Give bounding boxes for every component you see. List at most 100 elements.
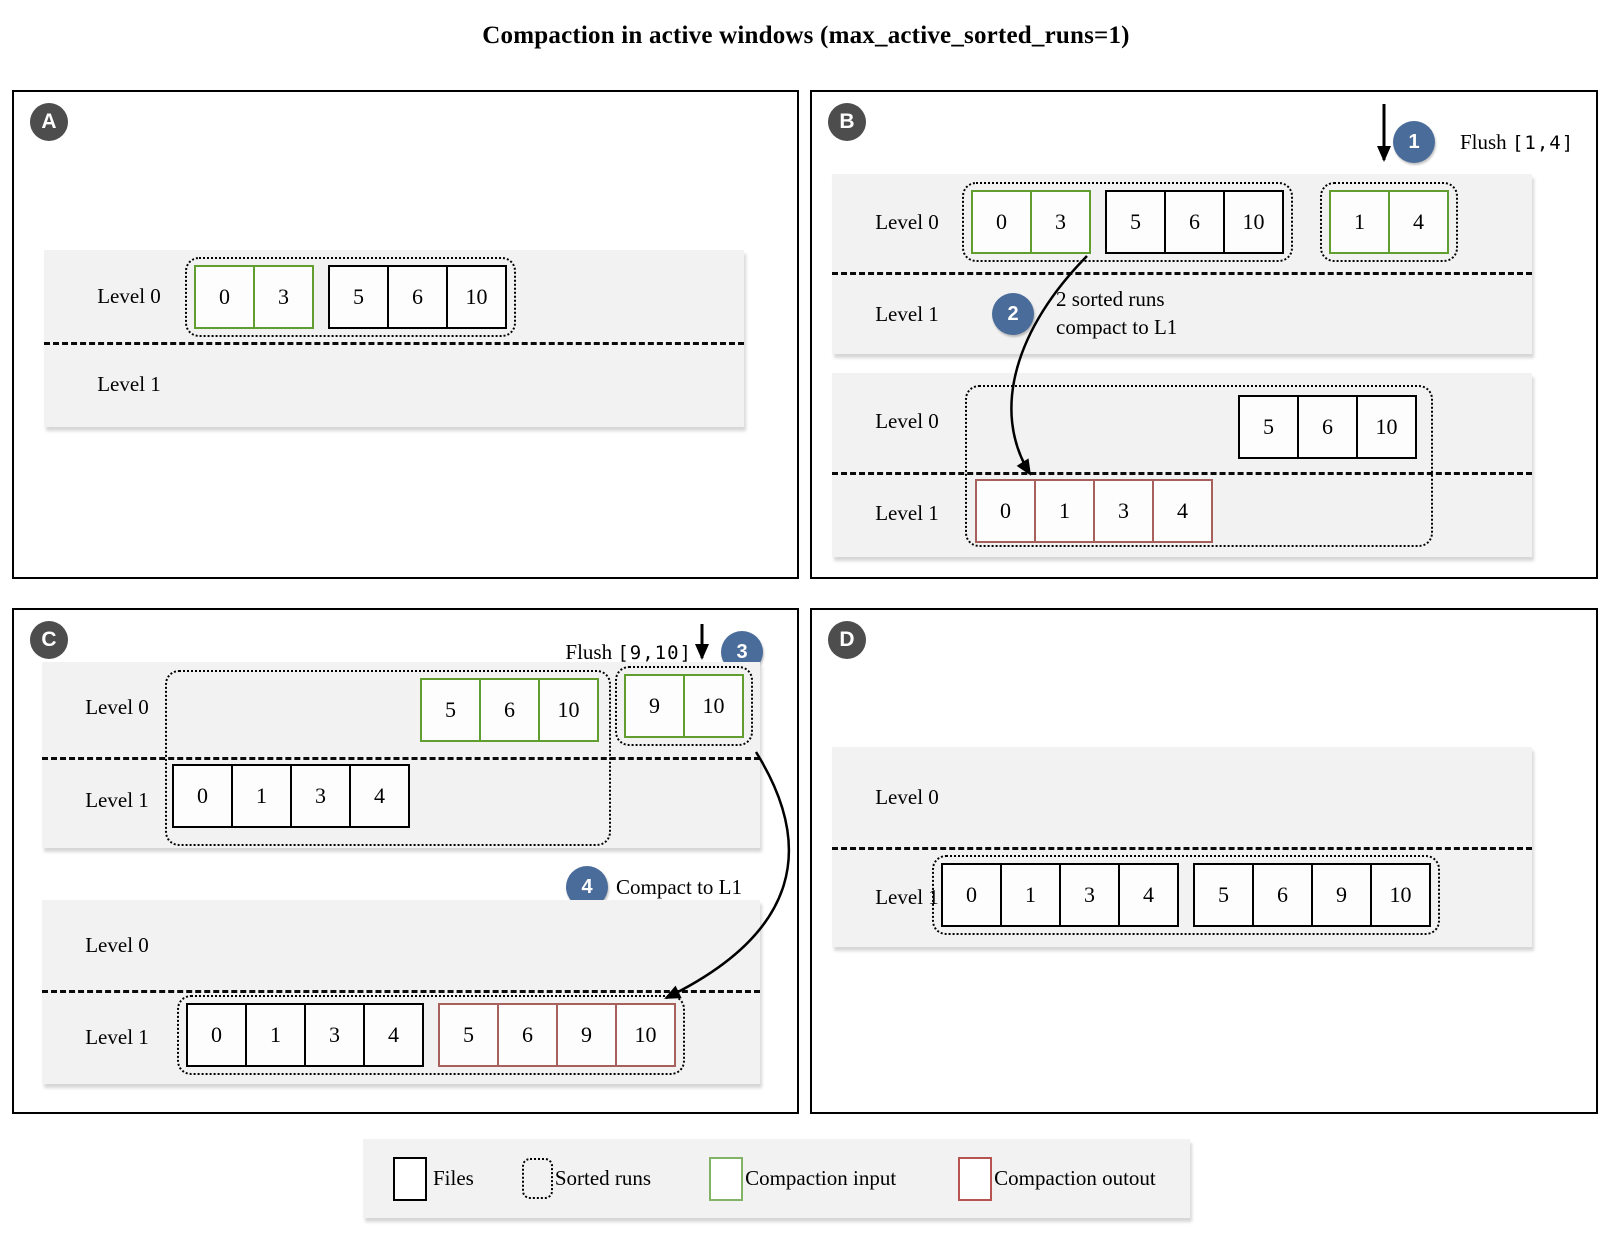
- panel-b-state2-band: Level 0 Level 1 5 6 10 0 1 3 4: [832, 373, 1532, 557]
- file-cell: 1: [1000, 865, 1059, 925]
- flush-label: Flush: [1460, 130, 1507, 154]
- file-cell: 4: [1388, 192, 1447, 252]
- compaction-input-box: 5 6 10: [420, 678, 599, 742]
- file-box: 0 1 3 4: [186, 1003, 424, 1067]
- sorted-run-outline: 0 3 5 6 10: [962, 182, 1293, 262]
- level-0-label: Level 0: [85, 933, 149, 957]
- flush-range: [9,10]: [617, 642, 692, 664]
- panel-d-badge: D: [828, 621, 866, 659]
- file-box: 0 3: [971, 190, 1091, 254]
- sorted-run-outline-spanning: [965, 385, 1433, 547]
- file-cell: 5: [353, 284, 364, 309]
- panel-b-state1-band: Level 0 Level 1 0 3 5 6 10 1 4: [832, 174, 1532, 354]
- panel-a: A Level 0 Level 1 0 3 5 6 10: [12, 90, 799, 579]
- flush-range: [1,4]: [1511, 132, 1575, 154]
- compaction-input-box: 9 10: [624, 674, 744, 738]
- compaction-input-swatch: [709, 1156, 744, 1201]
- level-1-label: Level 1: [85, 1025, 149, 1049]
- panel-b: B 1 Flush [1,4] Level 0 Level 1 0 3 5 6 …: [810, 90, 1598, 579]
- panel-c-state2-band: Level 0 Level 1 0 1 3 4 5 6 9 10: [42, 900, 760, 1084]
- file-cell: 3: [1093, 481, 1152, 541]
- file-cell: 5: [463, 1022, 474, 1047]
- file-cell: 6: [1297, 397, 1356, 457]
- file-cell: 0: [1000, 498, 1011, 523]
- diagram-title: Compaction in active windows (max_active…: [482, 22, 1130, 49]
- sorted-run-outline: 0 1 3 4 5 6 9 10: [932, 855, 1440, 935]
- level-1-label: Level 1: [875, 302, 939, 326]
- file-box: 5 6 10: [1105, 190, 1284, 254]
- file-box: 0 1 3 4: [172, 764, 410, 828]
- files-swatch: [393, 1156, 427, 1201]
- level-0-label: Level 0: [97, 284, 161, 308]
- sorted-run-outline-spanning: [165, 670, 611, 846]
- file-cell: 5: [445, 697, 456, 722]
- file-cell: 0: [996, 209, 1007, 234]
- file-cell: 10: [1356, 397, 1415, 457]
- file-cell: 1: [231, 766, 290, 826]
- panel-a-badge: A: [30, 103, 68, 141]
- file-cell: 1: [1354, 209, 1365, 234]
- step-2-badge: 2: [992, 293, 1034, 335]
- file-cell: 6: [479, 680, 538, 740]
- level-0-label: Level 0: [875, 409, 939, 433]
- file-box: 5 6 10: [328, 265, 507, 329]
- sorted-run-outline-flushed: 1 4: [1320, 182, 1458, 262]
- panel-d-lsm-band: Level 0 Level 1 0 1 3 4 5 6 9 10: [832, 747, 1532, 947]
- compaction-output-box: 5 6 9 10: [438, 1003, 676, 1067]
- panel-c-state1-band: Level 0 Level 1 5 6 10 9 10 0 1 3 4: [42, 662, 760, 848]
- file-cell: 0: [219, 284, 230, 309]
- level-separator: [832, 272, 1532, 275]
- file-cell: 4: [1152, 481, 1211, 541]
- file-box: 1 4: [1329, 190, 1449, 254]
- flush-label: Flush: [565, 640, 613, 664]
- legend-files-label: Files: [433, 1166, 474, 1190]
- sorted-runs-swatch: [521, 1158, 553, 1199]
- level-separator: [44, 342, 744, 345]
- step-1-badge: 1: [1393, 121, 1435, 163]
- compaction-output-box: 0 1 3 4: [975, 479, 1213, 543]
- compaction-output-swatch: [958, 1156, 993, 1201]
- sorted-run-outline: 0 3 5 6 10: [185, 257, 516, 337]
- file-cell: 6: [1252, 865, 1311, 925]
- file-cell: 1: [245, 1005, 304, 1065]
- panel-c: C Flush [9,10] 3 Level 0 Level 1 5 6 10 …: [12, 608, 799, 1114]
- file-cell: 0: [966, 882, 977, 907]
- file-cell: 10: [683, 676, 742, 736]
- level-1-label: Level 1: [875, 885, 939, 909]
- level-separator: [832, 472, 1532, 475]
- file-box: 5 6 9 10: [1193, 863, 1431, 927]
- file-cell: 5: [1218, 882, 1229, 907]
- level-1-label: Level 1: [97, 372, 161, 396]
- level-0-label: Level 0: [875, 210, 939, 234]
- panel-b-badge: B: [828, 103, 866, 141]
- file-box: 0 1 3 4: [941, 863, 1179, 927]
- file-cell: 5: [1263, 414, 1274, 439]
- level-separator: [42, 757, 760, 760]
- flush-annotation: Flush [9,10]: [534, 638, 692, 667]
- panel-c-badge: C: [30, 621, 68, 659]
- file-cell: 10: [615, 1005, 674, 1065]
- file-cell: 9: [1311, 865, 1370, 925]
- file-cell: 9: [649, 693, 660, 718]
- level-separator: [42, 990, 760, 993]
- legend-sorted-runs-label: Sorted runs: [554, 1166, 652, 1190]
- file-cell: 3: [1030, 192, 1089, 252]
- level-1-label: Level 1: [85, 788, 149, 812]
- level-0-label: Level 0: [875, 785, 939, 809]
- flush-annotation: Flush [1,4]: [1460, 128, 1574, 157]
- compact-line1: 2 sorted runs: [1056, 287, 1165, 311]
- file-cell: 0: [211, 1022, 222, 1047]
- legend-compaction-input-label: Compaction input: [745, 1166, 897, 1190]
- panel-a-lsm-band: Level 0 Level 1 0 3 5 6 10: [44, 250, 744, 427]
- legend-compaction-output-label: Compaction outout: [994, 1166, 1156, 1190]
- level-separator: [832, 847, 1532, 850]
- compact-annotation: 2 sorted runs compact to L1: [1056, 285, 1177, 341]
- file-cell: 10: [538, 680, 597, 740]
- file-cell: 1: [1034, 481, 1093, 541]
- file-cell: 10: [1223, 192, 1282, 252]
- file-cell: 6: [497, 1005, 556, 1065]
- file-cell: 4: [1118, 865, 1177, 925]
- file-cell: 5: [1130, 209, 1141, 234]
- file-cell: 0: [197, 783, 208, 808]
